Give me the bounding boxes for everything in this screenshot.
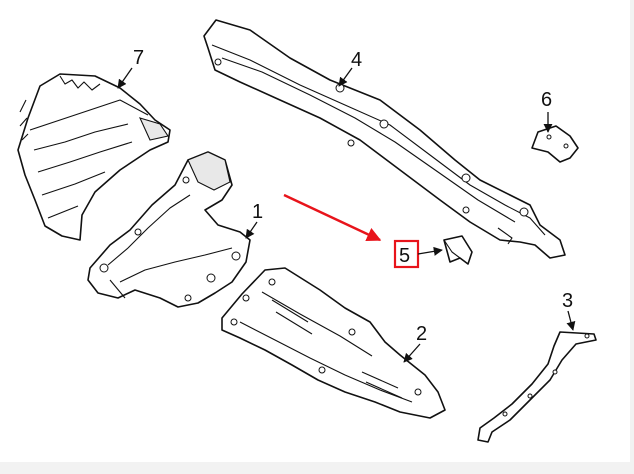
- callout-7: 7: [117, 47, 144, 89]
- part-1-center-shield: [87, 151, 251, 308]
- callout-4: 4: [338, 49, 362, 87]
- callout-3: 3: [562, 290, 576, 331]
- part-5-clip: [443, 235, 473, 265]
- callout-1-number: 1: [252, 201, 263, 223]
- callout-5-highlight: 5: [283, 193, 443, 269]
- callout-1: 1: [245, 201, 263, 239]
- callout-6-number: 6: [541, 89, 552, 111]
- right-border-strip: [630, 0, 634, 474]
- bottom-border-strip: [0, 462, 634, 474]
- part-4-upper-rail: [203, 19, 566, 259]
- part-3-bracket: [477, 331, 597, 443]
- part-7-side-shield: [17, 73, 171, 241]
- callout-3-number: 3: [562, 290, 573, 312]
- part-6-bracket: [531, 125, 579, 163]
- callout-6: 6: [541, 89, 553, 133]
- part-2-lower-shield: [221, 267, 446, 419]
- callout-2: 2: [403, 323, 427, 363]
- highlight-arrow: [283, 193, 382, 242]
- callout-2-number: 2: [416, 323, 427, 345]
- callout-7-number: 7: [133, 47, 144, 69]
- callout-5-number: 5: [399, 245, 410, 267]
- callout-4-number: 4: [351, 49, 362, 71]
